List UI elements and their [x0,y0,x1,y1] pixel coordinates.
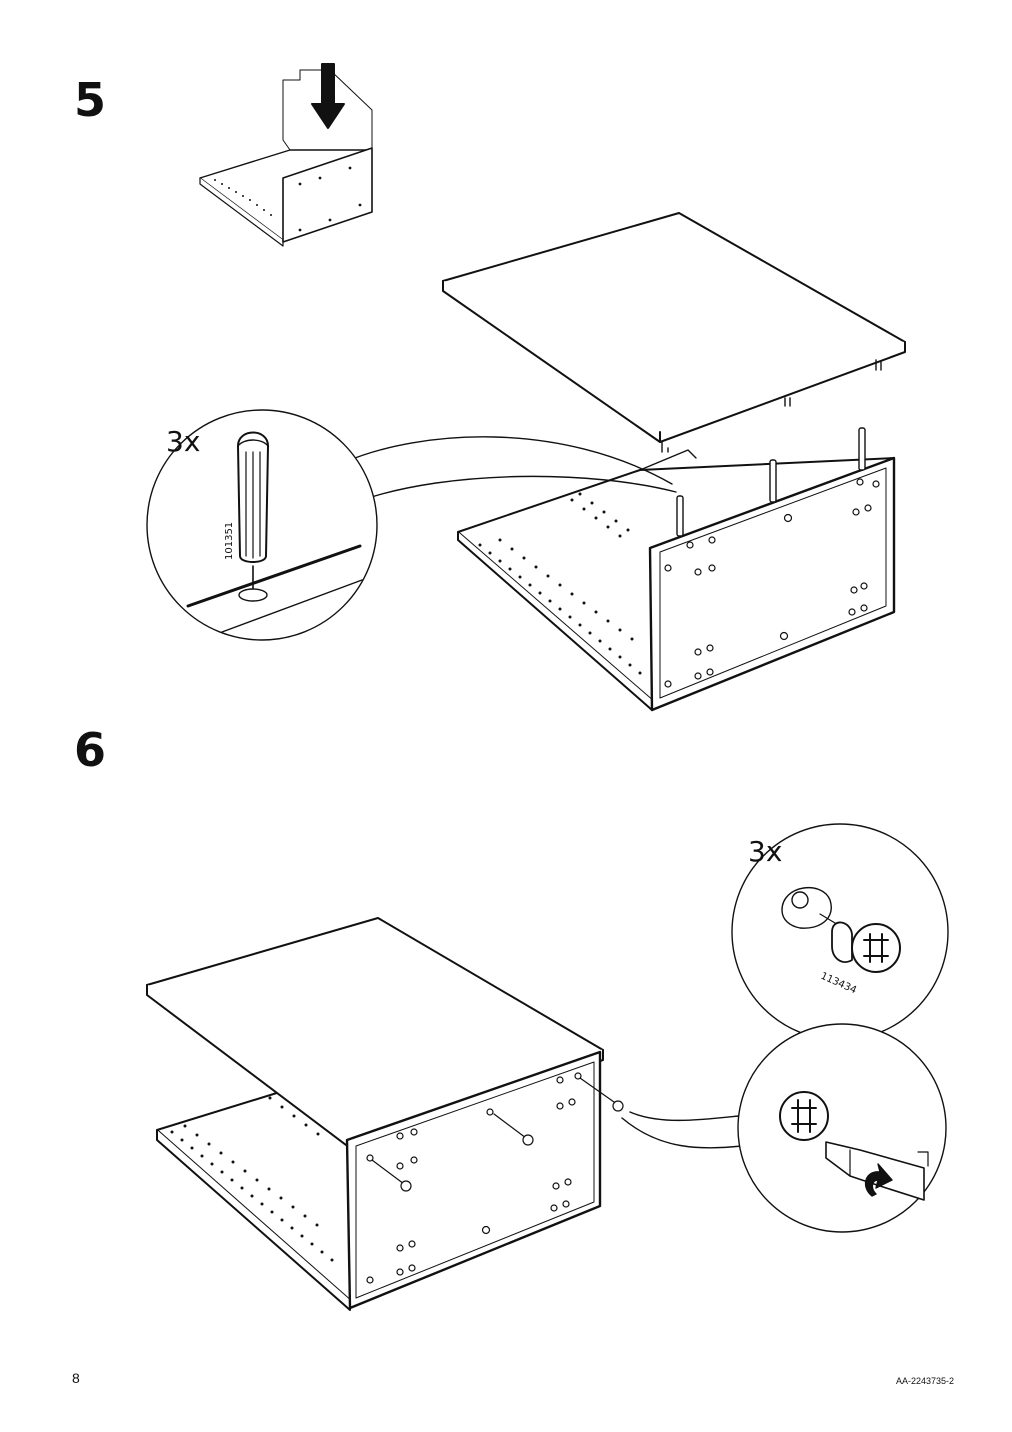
step-5-quantity: 3x [166,425,201,458]
cabinet-step5 [457,427,896,712]
overview-cabinet-drawing [199,69,373,247]
cam-lock-icon [781,886,901,973]
rotate-arrow-icon [864,1163,893,1197]
top-panel-step5 [442,212,906,453]
step-6-quantity: 3x [748,835,783,868]
dowel-icon [237,431,269,602]
page-number: 8 [72,1370,80,1386]
screwdriver-detail-callout [621,1023,947,1233]
step-5-number: 5 [74,73,107,127]
screwdriver-icon [825,1141,929,1201]
arrow-down-icon [311,63,345,129]
step-6-number: 6 [74,723,107,777]
cabinet-step6 [146,917,624,1311]
document-code: AA-2243735-2 [896,1376,955,1386]
dowel-part-number: 101351 [224,522,235,560]
